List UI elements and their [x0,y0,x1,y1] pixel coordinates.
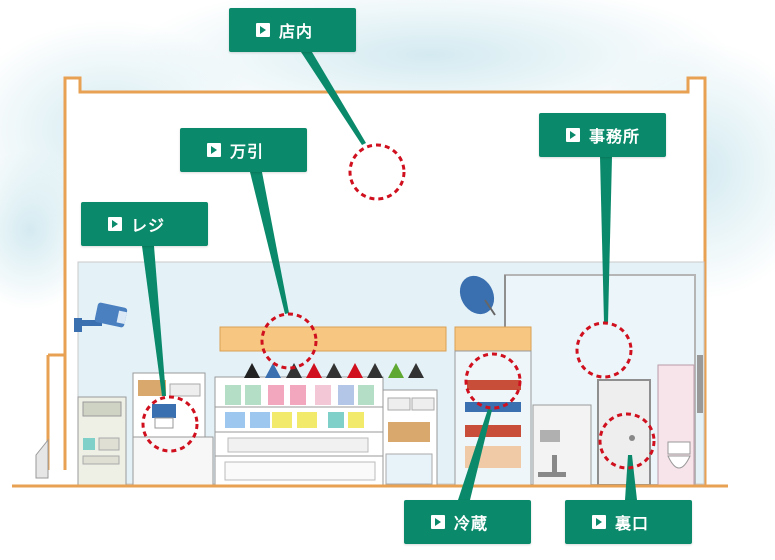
callout-store-button[interactable]: 店内 [229,8,356,52]
marker-rings [141,143,656,470]
marker-office [575,321,633,379]
connector-back-door [625,455,637,500]
locker-and-toilet [657,355,703,486]
connector-office [600,157,612,323]
connector-register [142,246,166,396]
callout-register-button[interactable]: レジ [81,202,208,246]
chevron-right-icon [256,23,270,37]
connector-shoplifting [250,172,289,314]
marker-store [348,143,406,201]
callout-office-button[interactable]: 事務所 [539,113,666,157]
callout-back-door-button[interactable]: 裏口 [565,500,692,544]
callout-store-label: 店内 [279,22,314,41]
office-furniture [532,404,592,486]
callout-refrigerator-button[interactable]: 冷蔵 [404,500,531,544]
callout-back-door-label: 裏口 [615,514,650,533]
marker-register [141,395,199,453]
chevron-right-icon [207,143,221,157]
marker-back-door [598,412,656,470]
marker-shoplifting [260,312,318,370]
marker-refrigerator [464,352,522,410]
callout-office-label: 事務所 [589,127,641,146]
callout-refrigerator-label: 冷蔵 [454,514,489,533]
satellite-dish-icon [459,275,496,316]
callout-shoplifting-button[interactable]: 万引 [180,128,307,172]
callout-shoplifting-label: 万引 [230,142,265,161]
chevron-right-icon [431,515,445,529]
register-counter [132,372,214,486]
shelf-top-products [244,363,424,378]
atm-machine [35,396,127,486]
chevron-right-icon [108,217,122,231]
chevron-right-icon [566,128,580,142]
chevron-right-icon [592,515,606,529]
connector-refrigerator [458,409,492,500]
callout-connectors [142,52,637,500]
callout-register-label: レジ [131,216,166,235]
connector-store [301,52,366,145]
security-camera-icon [74,302,128,332]
merchandise-shelf [214,326,447,486]
refrigerator-unit [454,326,532,486]
